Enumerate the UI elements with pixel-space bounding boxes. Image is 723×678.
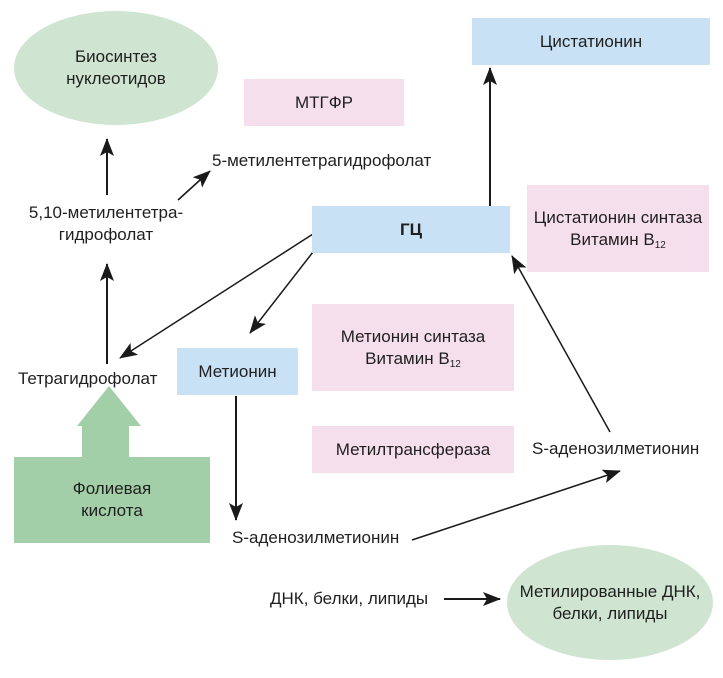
homocysteine-label: ГЦ [399, 219, 423, 239]
ms-line2: Витамин B12 [365, 348, 461, 370]
arrow-methylene-to-5methyl [177, 170, 211, 201]
ms-line1: Метионин синтаза [340, 326, 486, 346]
methyltransferase-label: Метилтрансфераза [335, 439, 491, 459]
node-sam-left: S-аденозилметионин [232, 528, 400, 547]
node-methionine: Метионин [177, 348, 298, 395]
folic-acid-arrowhead [77, 386, 141, 426]
methionine-label: Метионин [198, 361, 277, 381]
biosynthesis-line1: Биосинтез [75, 47, 157, 66]
arrow-sam-to-sam-right [411, 469, 621, 541]
cystathionine-label: Цистатионин [539, 31, 643, 51]
mthfr-label: МТГФР [294, 92, 353, 112]
arrow-sam-right-to-hc [511, 255, 611, 433]
methylated-line1: Метилированные ДНК, [519, 581, 701, 601]
node-methylated-products: Метилированные ДНК, белки, липиды [507, 545, 713, 660]
folic-line1: Фолиевая [72, 479, 152, 498]
node-tetrahydrofolate: Тетрагидрофолат [18, 369, 158, 388]
node-5-methyltetrahydrofolate: 5-метилентетрагидрофолат [212, 151, 432, 170]
folic-acid-stem [89, 424, 129, 458]
biosynthesis-line2: нуклеотидов [66, 69, 166, 88]
cbs-line1: Цистатионин синтаза [533, 207, 703, 227]
methylene-line2: гидрофолат [58, 225, 154, 244]
cbs-line2: Витамин B12 [570, 229, 666, 251]
node-enzyme-mthfr: МТГФР [244, 79, 404, 126]
node-substrates: ДНК, белки, липиды [270, 589, 429, 608]
folic-line2: кислота [81, 501, 143, 520]
node-sam-right: S-аденозилметионин [532, 439, 700, 458]
methylene-line1: 5,10-метилентетра- [28, 203, 184, 222]
node-cystathionine: Цистатионин [472, 18, 710, 65]
arrow-hc-to-thf [119, 233, 314, 359]
node-enzyme-cystathionine-synthase: Цистатионин синтаза Витамин B12 [527, 185, 709, 272]
arrow-hc-to-methionine [249, 251, 314, 334]
node-folic-acid: Фолиевая кислота [14, 457, 210, 543]
node-enzyme-methyltransferase: Метилтрансфераза [312, 426, 514, 473]
node-5-10-methylenetetrahydrofolate: 5,10-метилентетра- гидрофолат [16, 202, 196, 246]
node-enzyme-methionine-synthase: Метионин синтаза Витамин B12 [312, 304, 514, 391]
node-homocysteine: ГЦ [312, 206, 510, 253]
node-nucleotide-biosynthesis: Биосинтез нуклеотидов [14, 11, 218, 125]
methylated-line2: белки, липиды [552, 603, 668, 623]
